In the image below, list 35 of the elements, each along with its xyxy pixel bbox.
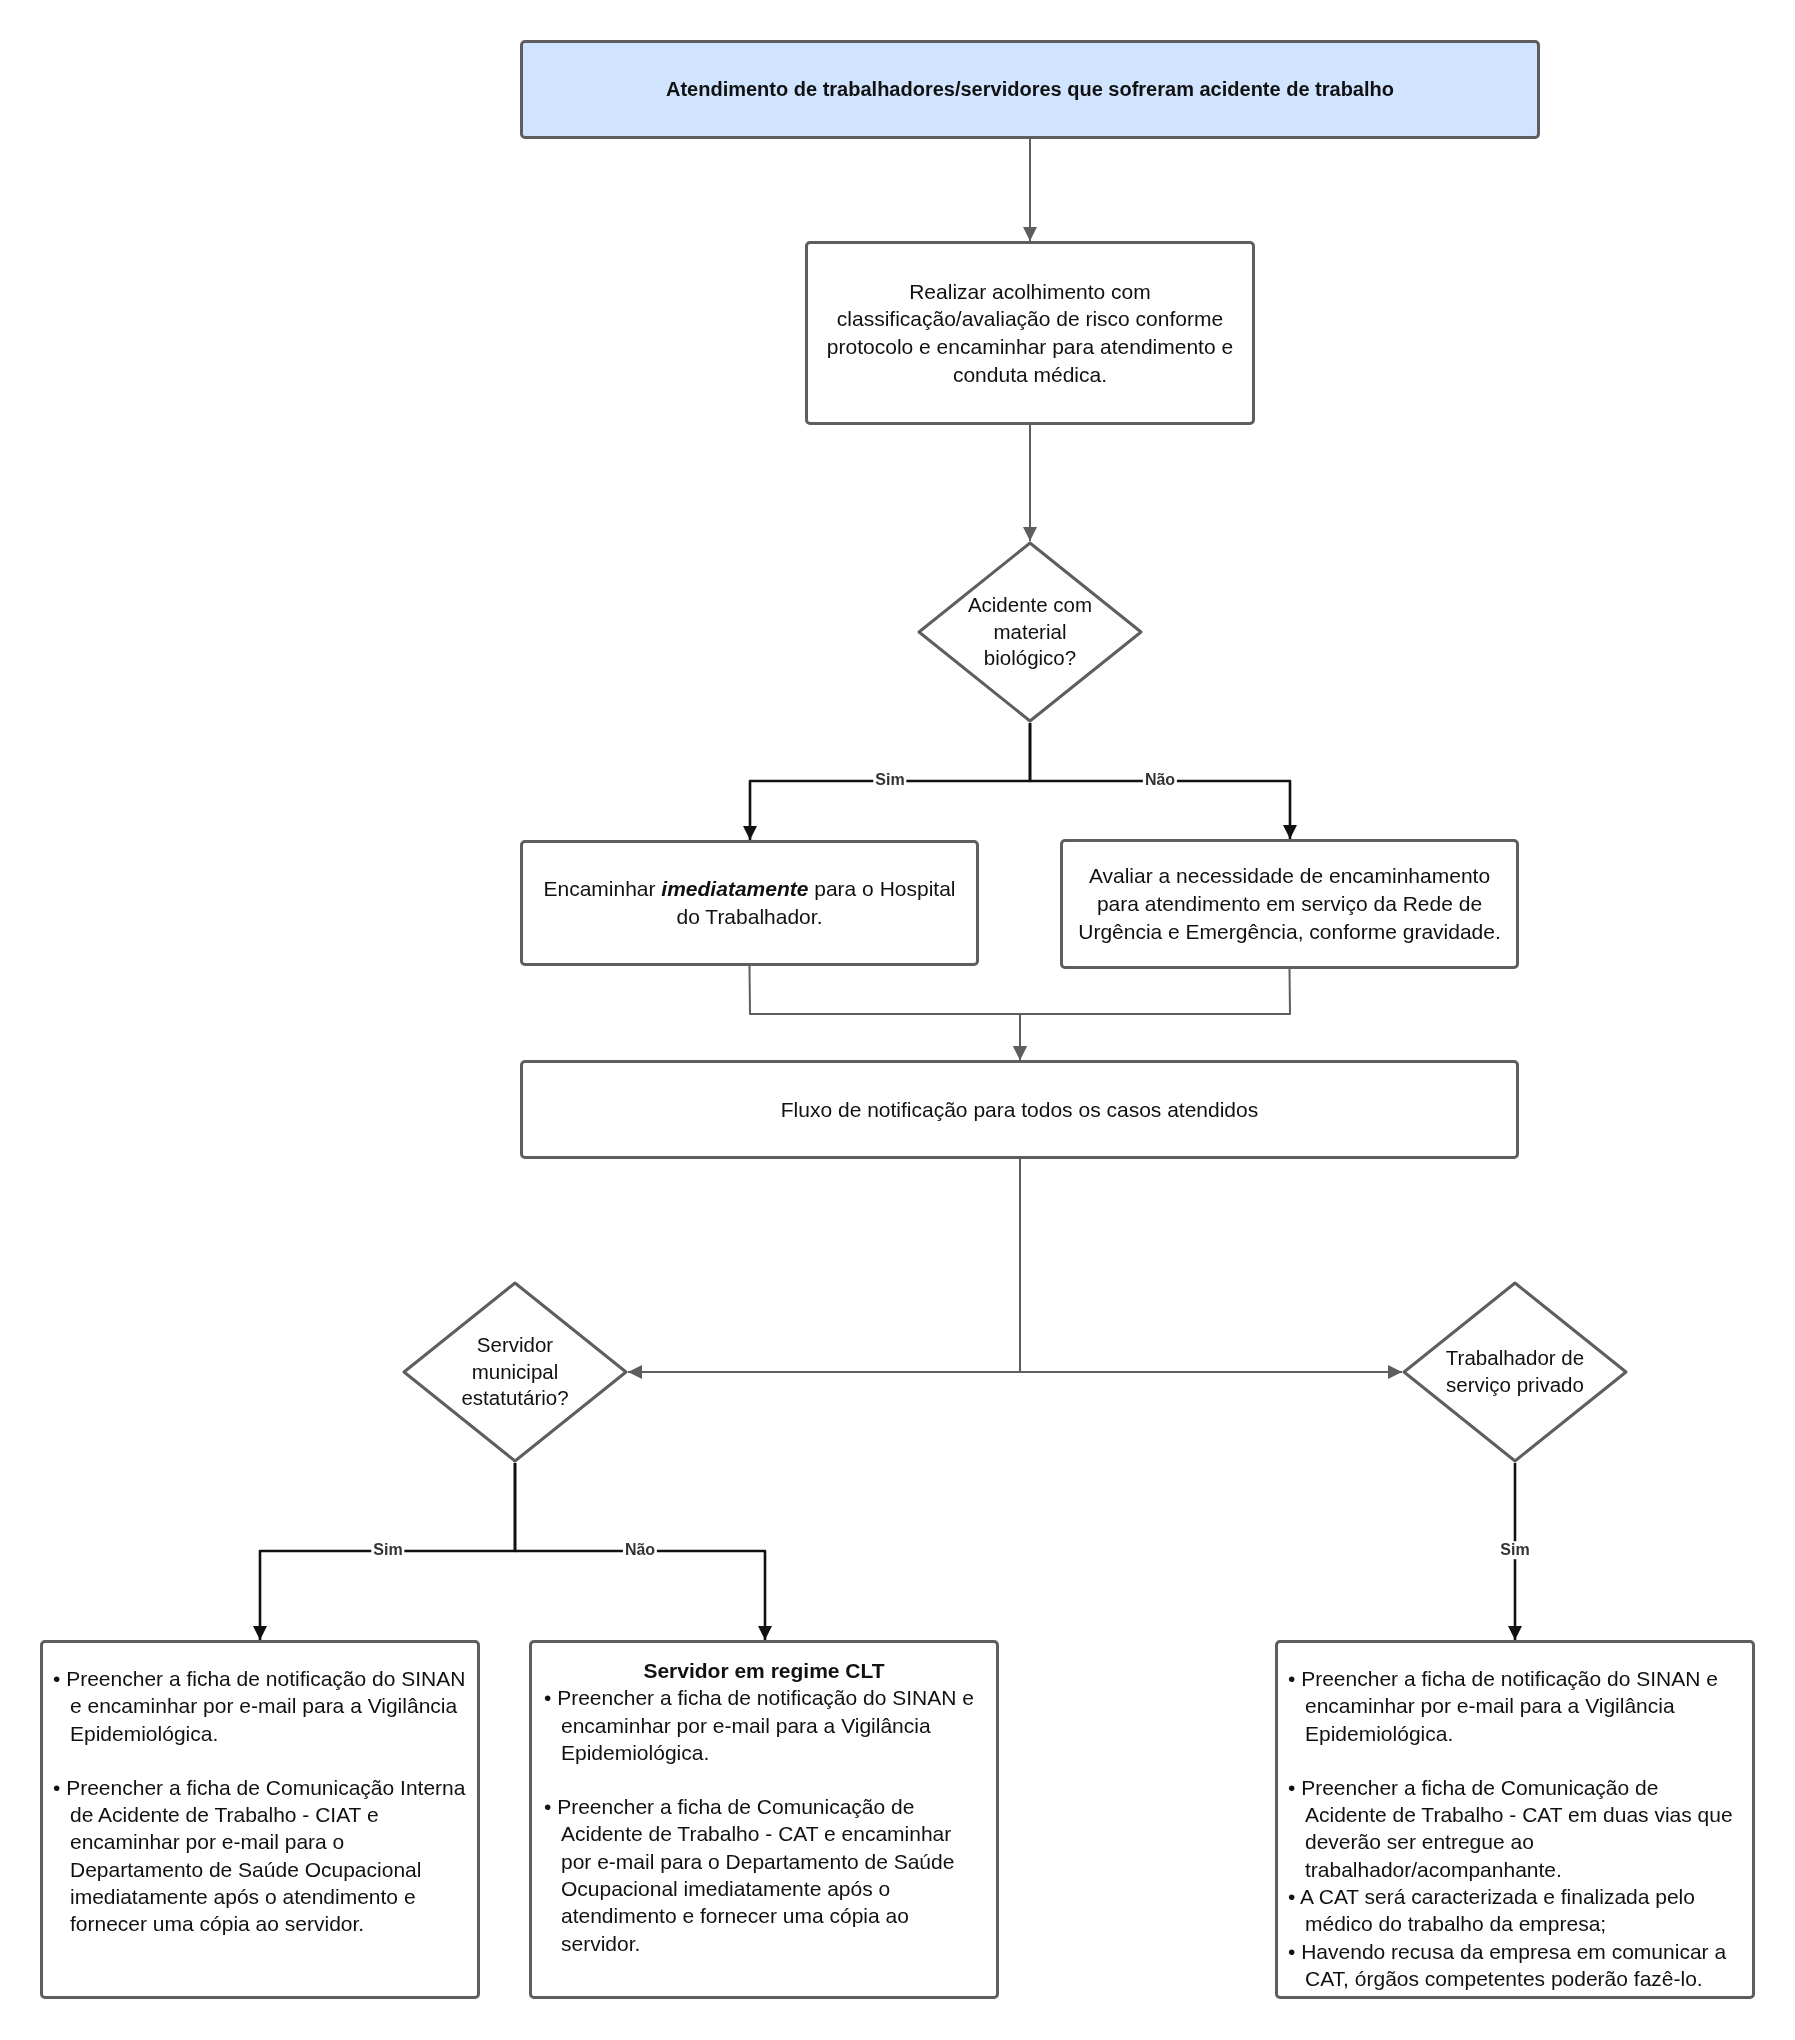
arrow [1013,968,1291,1061]
instruction-box [529,1640,999,1999]
box-text: Encaminhar imediatamente para o Hospital do Trabalhador. [542,876,957,930]
arrow [1028,723,1297,839]
bullet-item: • Preencher a ficha de Comunicação de Acidente de Trabalho - CAT e encaminhar por e-mail para o Departamento de Saúde Ocupacional imediatamente após o atendimento e fornecer uma cópia ao servidor. [544,1794,956,1957]
instruction-box [1275,1640,1755,1999]
decision-text: Trabalhador de serviço privado [1444,1345,1586,1398]
process-box [1060,839,1519,969]
bullet-item: • Havendo recusa da empresa em comunicar a CAT, órgãos competentes poderão fazê-lo. [1288,1938,1728,1992]
bullet-item: • Preencher a ficha de notificação do SINAN e encaminhar por e-mail para a Vigilância Epidemiológica. [1288,1666,1719,1747]
bullet-item: • Preencher a ficha de notificação do SINAN e encaminhar por e-mail para a Vigilância Epidemiológica. [53,1666,467,1747]
process-box [520,1060,1519,1159]
instruction-box [40,1640,480,1999]
bullet-item: • Preencher a ficha de Comunicação de Acidente de Trabalho - CAT em duas vias que deverão ser entregue ao trabalhador/acompanhante. [1288,1774,1734,1883]
decision-diamond [1402,1281,1628,1463]
arrow [513,1463,772,1640]
box-text: Atendimento de trabalhadores/servidores que sofreram acidente de trabalho [666,78,1394,101]
decision-diamond [917,541,1143,723]
process-box [805,241,1255,425]
arrow [1023,138,1037,242]
box-heading: Servidor em regime CLT [642,1658,886,1684]
box-text: Fluxo de notificação para todos os casos atendidos [780,1096,1259,1123]
bullet-item: • Preencher a ficha de notificação do SINAN e encaminhar por e-mail para a Vigilância Epidemiológica. [544,1685,975,1766]
bullet-item: • A CAT será caracterizada e finalizada pelo médico do trabalho da empresa; [1288,1884,1696,1938]
arrow [1508,1463,1522,1640]
decision-diamond [402,1281,628,1463]
decision-text: Acidente com material biológico? [966,592,1094,672]
bullet-item: • Preencher a ficha de Comunicação Interna de Acidente de Trabalho - CIAT e encaminhar por e-mail para o Departamento de Saúde Ocupacional imediatamente após o atendimento e fornecer uma cópia ao servidor. [53,1774,467,1938]
box-text: Avaliar a necessidade de encaminhamento para atendimento em serviço da Rede de Urgência e Emergência, conforme gravidade. [1077,863,1502,945]
box-text: Realizar acolhimento com classificação/avaliação de risco conforme protocolo e encaminhar para atendimento e conduta médica. [825,278,1235,388]
arrow [1023,424,1037,542]
decision-text: Servidor municipal estatutário? [460,1332,570,1412]
title-box [520,40,1540,139]
edge-label: Sim [1498,1541,1532,1559]
process-box [520,840,979,966]
